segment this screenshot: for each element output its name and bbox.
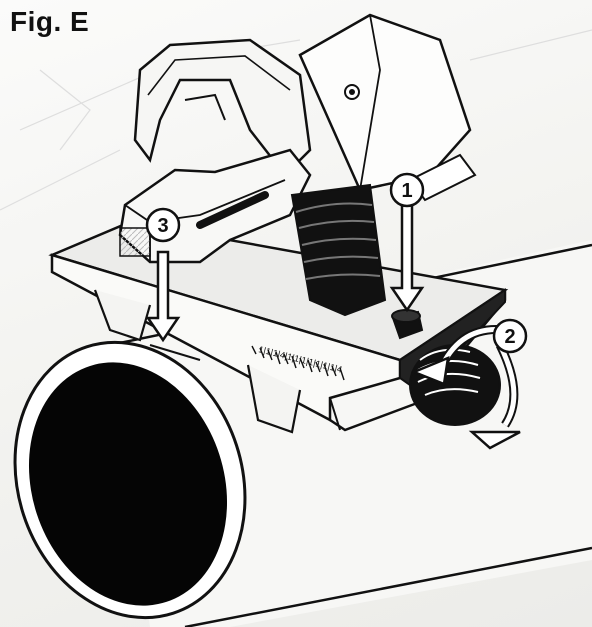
step-marker-3: 3	[145, 207, 181, 243]
scale-ruler	[251, 345, 345, 381]
arrow-step-3	[145, 250, 181, 343]
locking-knob	[391, 309, 424, 340]
saw-front-arm	[118, 148, 312, 264]
bellows	[290, 183, 387, 317]
saw-motor-housing	[298, 13, 477, 202]
step-marker-2: 2	[492, 318, 528, 354]
step-number-2: 2	[504, 326, 515, 348]
arrow-step-1	[389, 203, 425, 313]
saw-handle	[133, 38, 312, 177]
step-number-1: 1	[401, 180, 412, 202]
clamp-wheel-with-hand	[409, 344, 501, 426]
figure-title: Fig. E	[10, 6, 90, 37]
step-number-3: 3	[157, 215, 168, 237]
step-marker-1: 1	[389, 172, 425, 208]
